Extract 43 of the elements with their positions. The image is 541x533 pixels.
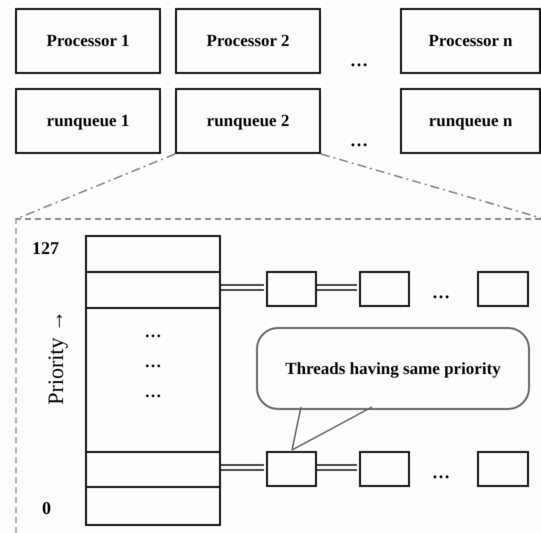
zoom-line	[16, 153, 176, 220]
array-cell	[85, 271, 221, 309]
runqueue-box	[15, 88, 161, 154]
ellipsis: …	[432, 462, 450, 482]
box-label: …	[144, 381, 162, 403]
zoom-panel	[15, 218, 541, 533]
link-line	[218, 464, 265, 471]
box-label: runqueue 1	[46, 110, 130, 132]
ellipsis: …	[350, 130, 368, 150]
box-label: Threads having same priority	[285, 358, 501, 380]
box-label: Processor 2	[206, 30, 290, 52]
thread-box	[477, 271, 529, 307]
axis-title: Priority →	[44, 310, 68, 405]
array-cell	[85, 235, 221, 273]
processor-box	[175, 8, 321, 74]
box-label: Processor n	[428, 30, 512, 52]
speech-bubble	[256, 327, 530, 410]
array-cell	[85, 307, 221, 453]
runqueue-box	[175, 88, 321, 154]
thread-box	[266, 451, 317, 487]
box-label: runqueue 2	[206, 110, 290, 132]
box-label: Processor 1	[46, 30, 130, 52]
box-label: …	[144, 351, 162, 373]
box-label: runqueue n	[428, 110, 512, 132]
processor-box	[15, 8, 161, 74]
link-line	[314, 284, 358, 291]
array-cell	[85, 451, 221, 488]
processor-box	[400, 8, 541, 74]
thread-box	[359, 451, 410, 487]
box-label: …	[144, 321, 162, 343]
link-line	[314, 464, 358, 471]
ellipsis: …	[432, 282, 450, 302]
axis-label: 0	[42, 498, 51, 518]
thread-box	[477, 451, 529, 487]
thread-box	[266, 271, 317, 307]
ellipsis: …	[350, 50, 368, 70]
link-line	[218, 284, 265, 291]
zoom-line	[320, 153, 541, 219]
runqueue-box	[400, 88, 541, 154]
callout-pointer	[291, 406, 373, 451]
thread-box	[359, 271, 410, 307]
array-cell	[85, 486, 221, 526]
axis-label: 127	[32, 238, 59, 258]
